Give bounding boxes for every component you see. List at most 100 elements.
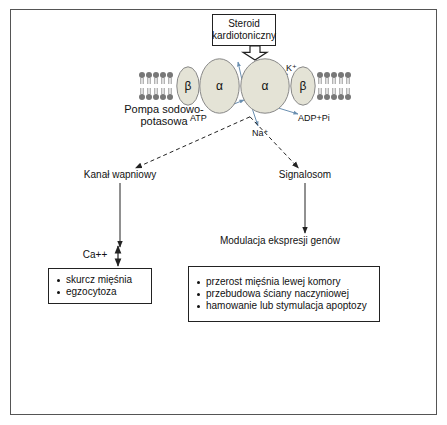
lipid-tail bbox=[342, 78, 343, 84]
text-row: skurcz mięśnia bbox=[55, 274, 132, 286]
lipid-head bbox=[139, 94, 145, 100]
level-change-arrow bbox=[117, 246, 118, 266]
lipid-tail bbox=[143, 78, 144, 84]
calcium-label: Ca++ bbox=[80, 248, 110, 262]
lipid-tail bbox=[157, 78, 158, 84]
beta-subunit: β bbox=[176, 66, 200, 106]
signalosome-label: Signalosom bbox=[272, 168, 338, 182]
lipid-head bbox=[153, 72, 159, 78]
lipid-tail bbox=[140, 88, 141, 94]
text-row: Ca++ bbox=[83, 249, 107, 261]
text-row: Steroid kardiotoniczny bbox=[212, 18, 276, 42]
lipid-head bbox=[324, 72, 330, 78]
lipid-tail bbox=[168, 78, 169, 84]
bullet bbox=[197, 305, 200, 308]
node-text: przerost mięśnia lewej komory bbox=[206, 276, 341, 288]
text-row: α bbox=[216, 80, 223, 92]
lipid-tail bbox=[154, 88, 155, 94]
node-text: α bbox=[216, 80, 223, 92]
node-text: przebudowa ściany naczyniowej bbox=[206, 288, 349, 300]
lipid-tail bbox=[339, 78, 340, 84]
node-text: Kanał wapniowy bbox=[84, 169, 156, 181]
lipid-tail bbox=[346, 88, 347, 94]
lipid-head bbox=[160, 94, 166, 100]
lipid-head bbox=[331, 94, 337, 100]
lipid-tail bbox=[318, 88, 319, 94]
text-row: przebudowa ściany naczyniowej bbox=[195, 288, 349, 300]
lipid-tail bbox=[143, 88, 144, 94]
bullet bbox=[57, 291, 60, 294]
lipid-head bbox=[324, 94, 330, 100]
lipid-tail bbox=[321, 88, 322, 94]
node-text: egzocytoza bbox=[66, 286, 117, 298]
subunit-shape bbox=[241, 59, 289, 113]
lipid-tail bbox=[342, 88, 343, 94]
text-row: β bbox=[300, 80, 307, 92]
arrow bbox=[305, 183, 306, 233]
lipid-tail bbox=[325, 88, 326, 94]
lipid-head bbox=[338, 94, 344, 100]
node-text: Ca++ bbox=[83, 249, 107, 261]
lipid-tail bbox=[328, 88, 329, 94]
lipid-tail bbox=[346, 78, 347, 84]
lipid-tail bbox=[318, 78, 319, 84]
frame bbox=[11, 10, 437, 415]
lipid-tail bbox=[335, 78, 336, 84]
lipid-head bbox=[139, 72, 145, 78]
lipid-head bbox=[146, 94, 152, 100]
channel-label: Kanał wapniowy bbox=[78, 168, 162, 182]
lipid-tail bbox=[328, 78, 329, 84]
text-row: przerost mięśnia lewej komory bbox=[195, 276, 341, 288]
lipid-tail bbox=[332, 78, 333, 84]
lipid-head bbox=[160, 72, 166, 78]
effect-box: skurcz mięśniaegzocytoza bbox=[48, 268, 152, 304]
drug-box: Steroid kardiotoniczny bbox=[212, 14, 276, 46]
lipid-tail bbox=[349, 88, 350, 94]
lipid-tail bbox=[321, 78, 322, 84]
dashed-arrow bbox=[250, 117, 298, 168]
bullet bbox=[197, 293, 200, 296]
text-row: Signalosom bbox=[279, 169, 331, 181]
lipid-tail bbox=[325, 78, 326, 84]
lipid-head bbox=[345, 72, 351, 78]
node-text: Steroid kardiotoniczny bbox=[212, 18, 276, 42]
alpha-subunit: α bbox=[240, 58, 290, 114]
text-row: β bbox=[185, 80, 192, 92]
text-row: Modulacja ekspresji genów bbox=[220, 235, 340, 247]
lipid-tail bbox=[147, 78, 148, 84]
lipid-tail bbox=[164, 88, 165, 94]
lipid-tail bbox=[161, 88, 162, 94]
lipid-head bbox=[317, 94, 323, 100]
node-text: skurcz mięśnia bbox=[66, 274, 132, 286]
lipid-head bbox=[167, 94, 173, 100]
lipid-tail bbox=[147, 88, 148, 94]
node-text: Signalosom bbox=[279, 169, 331, 181]
lipid-head bbox=[317, 72, 323, 78]
node-text: Modulacja ekspresji genów bbox=[220, 235, 340, 247]
node-text: β bbox=[300, 80, 307, 92]
lipid-tail bbox=[140, 78, 141, 84]
lipid-tail bbox=[168, 88, 169, 94]
node-text: β bbox=[185, 80, 192, 92]
subunit-shape bbox=[200, 59, 239, 113]
lipid-tail bbox=[157, 88, 158, 94]
lipid-tail bbox=[161, 78, 162, 84]
hollow-arrow bbox=[243, 46, 267, 60]
ion-label: Na⁺ bbox=[252, 127, 268, 139]
gene-label: Modulacja ekspresji genów bbox=[200, 234, 360, 248]
lipid-head bbox=[167, 72, 173, 78]
lipid-head bbox=[153, 94, 159, 100]
alpha-subunit: α bbox=[199, 58, 240, 114]
lipid-tail bbox=[171, 78, 172, 84]
molecule-label: ATP bbox=[190, 112, 207, 124]
text-row: hamowanie lub stymulacja apoptozy bbox=[195, 300, 367, 312]
subunit-shape bbox=[177, 67, 199, 105]
lipid-head bbox=[331, 72, 337, 78]
lipid-head bbox=[338, 72, 344, 78]
text-row: α bbox=[262, 80, 269, 92]
lipid-tail bbox=[150, 88, 151, 94]
text-row: egzocytoza bbox=[55, 286, 117, 298]
bullet bbox=[197, 281, 200, 284]
node-text: hamowanie lub stymulacja apoptozy bbox=[206, 300, 367, 312]
lipid-tail bbox=[332, 88, 333, 94]
